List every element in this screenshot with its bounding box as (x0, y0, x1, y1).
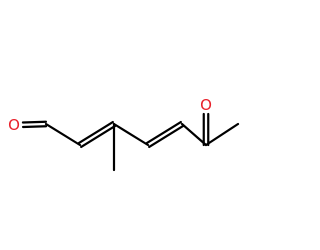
bond-c4-c5-line-b (145, 120, 182, 145)
bond-c6-c7 (204, 122, 240, 147)
bond-c2-c3-line-b (77, 120, 114, 145)
bond-c4-c5-line-a (148, 124, 185, 149)
atom-label-o1: O (8, 116, 20, 134)
bond-o1-c1-line-b (21, 120, 48, 124)
bond-c3-c4 (112, 122, 150, 147)
atom-label-layer: OO (8, 96, 212, 134)
bond-o1-c1-line-a (21, 125, 48, 129)
bond-layer (21, 112, 240, 172)
bond-c5-c6 (180, 122, 208, 147)
atom-label-o2: O (200, 96, 212, 114)
structure-diagram: OO (8, 96, 240, 172)
bond-c2-c3-line-a (80, 124, 117, 149)
bond-c1-c2 (44, 122, 82, 147)
